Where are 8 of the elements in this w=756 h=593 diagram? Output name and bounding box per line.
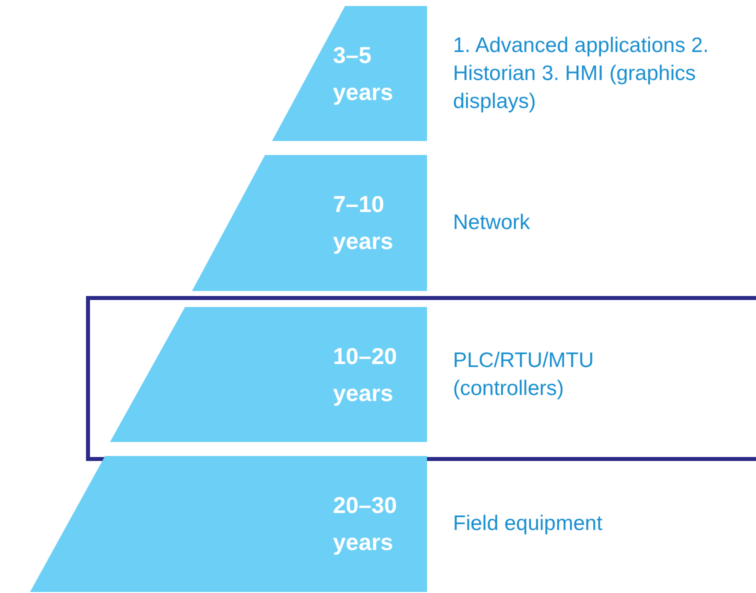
years-label: 20–30 years xyxy=(333,491,398,557)
layer-description: PLC/RTU/MTU (controllers) xyxy=(453,348,595,402)
years-label: 3–5 years xyxy=(333,40,394,107)
layer-description: Field equipment xyxy=(453,511,604,537)
layer-description: 1. Advanced applications 2. Historian 3. HMI (graphics displays) xyxy=(453,32,710,114)
years-label: 7–10 years xyxy=(333,190,394,256)
layer-description: Network xyxy=(453,210,532,236)
years-label: 10–20 years xyxy=(333,342,398,408)
